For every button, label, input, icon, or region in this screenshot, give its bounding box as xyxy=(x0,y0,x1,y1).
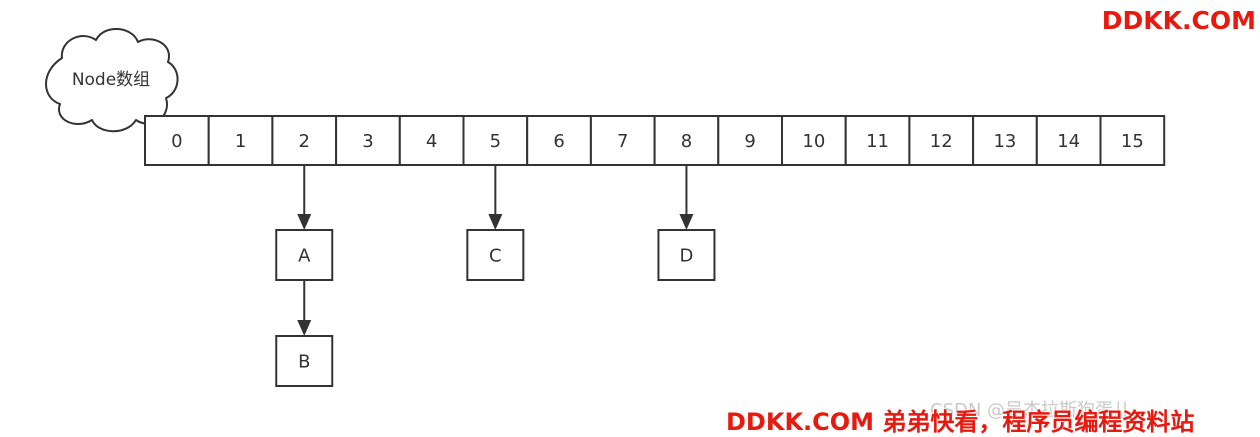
cloud-label: Node数组 xyxy=(72,70,150,90)
cloud-shape xyxy=(45,28,179,133)
chain-node-label: B xyxy=(298,352,310,373)
chain-node-box xyxy=(657,229,716,281)
arrow-head xyxy=(679,214,694,230)
array-cell-label: 4 xyxy=(426,131,437,152)
down-arrow xyxy=(297,165,312,230)
array-cell-box xyxy=(398,115,465,166)
chain-node-B: B xyxy=(275,335,334,387)
chain-node-box xyxy=(466,229,525,281)
array-cell-11: 11 xyxy=(844,115,911,166)
array-cell-box xyxy=(589,115,656,166)
array-cell-10: 10 xyxy=(781,115,847,166)
chain-node-label: C xyxy=(489,246,502,267)
watermark-bottom: DDKK.COM 弟弟快看，程序员编程资料站 xyxy=(726,408,1195,436)
array-cell-7: 7 xyxy=(589,115,656,166)
array-cell-box xyxy=(144,115,210,166)
watermark-csdn: CSDN @吴杰拉斯狗蛋儿 xyxy=(930,400,1132,421)
array-cell-2: 2 xyxy=(271,115,338,166)
array-cell-box xyxy=(335,115,401,166)
array-cell-9: 9 xyxy=(717,115,783,166)
chain-node-D: D xyxy=(657,229,716,281)
array-cell-box xyxy=(1035,115,1102,166)
array-cell-6: 6 xyxy=(526,115,592,166)
array-cell-box xyxy=(781,115,847,166)
arrow-head xyxy=(488,214,503,230)
array-cell-label: 15 xyxy=(1121,131,1144,152)
array-cell-label: 2 xyxy=(299,131,310,152)
array-cell-label: 14 xyxy=(1057,131,1080,152)
array-cell-box xyxy=(908,115,975,166)
array-cell-label: 1 xyxy=(235,131,246,152)
array-cell-label: 6 xyxy=(553,131,564,152)
bucket-chain-2: AB xyxy=(275,165,334,387)
array-cell-label: 11 xyxy=(866,131,889,152)
array-cell-5: 5 xyxy=(462,115,529,166)
arrow-head xyxy=(297,320,312,336)
array-cell-label: 9 xyxy=(744,131,755,152)
array-cell-0: 0 xyxy=(144,115,210,166)
array-cell-box xyxy=(526,115,592,166)
array-cell-12: 12 xyxy=(908,115,975,166)
chain-node-A: A xyxy=(275,229,334,281)
array-cell-13: 13 xyxy=(972,115,1038,166)
array-cell-box xyxy=(653,115,720,166)
array-cell-label: 5 xyxy=(490,131,501,152)
chain-node-box xyxy=(275,335,334,387)
chain-node-box xyxy=(275,229,334,281)
array-cell-label: 10 xyxy=(802,131,825,152)
array-cell-1: 1 xyxy=(207,115,274,166)
watermark-top: DDKK.COM xyxy=(1101,6,1256,35)
array-cell-label: 3 xyxy=(362,131,373,152)
bucket-chain-5: C xyxy=(466,165,525,281)
array-cell-box xyxy=(207,115,274,166)
array-cell-box xyxy=(1099,115,1166,166)
array-cell-label: 13 xyxy=(993,131,1016,152)
chain-node-label: D xyxy=(680,246,694,267)
down-arrow xyxy=(679,165,694,230)
down-arrow xyxy=(297,280,312,336)
array-cell-box xyxy=(844,115,911,166)
array-cell-label: 8 xyxy=(681,131,692,152)
chain-node-label: A xyxy=(298,246,311,267)
chain-node-C: C xyxy=(466,229,525,281)
array-cell-3: 3 xyxy=(335,115,401,166)
bucket-chain-8: D xyxy=(657,165,716,281)
arrow-head xyxy=(297,214,312,230)
array-cell-label: 12 xyxy=(930,131,953,152)
array-cell-4: 4 xyxy=(398,115,465,166)
node-array-cloud: Node数组 xyxy=(45,28,179,133)
down-arrow xyxy=(488,165,503,230)
array-cell-15: 15 xyxy=(1099,115,1166,166)
array-cell-14: 14 xyxy=(1035,115,1102,166)
array-cell-label: 7 xyxy=(617,131,628,152)
array-cell-8: 8 xyxy=(653,115,720,166)
array-cell-label: 0 xyxy=(171,131,182,152)
